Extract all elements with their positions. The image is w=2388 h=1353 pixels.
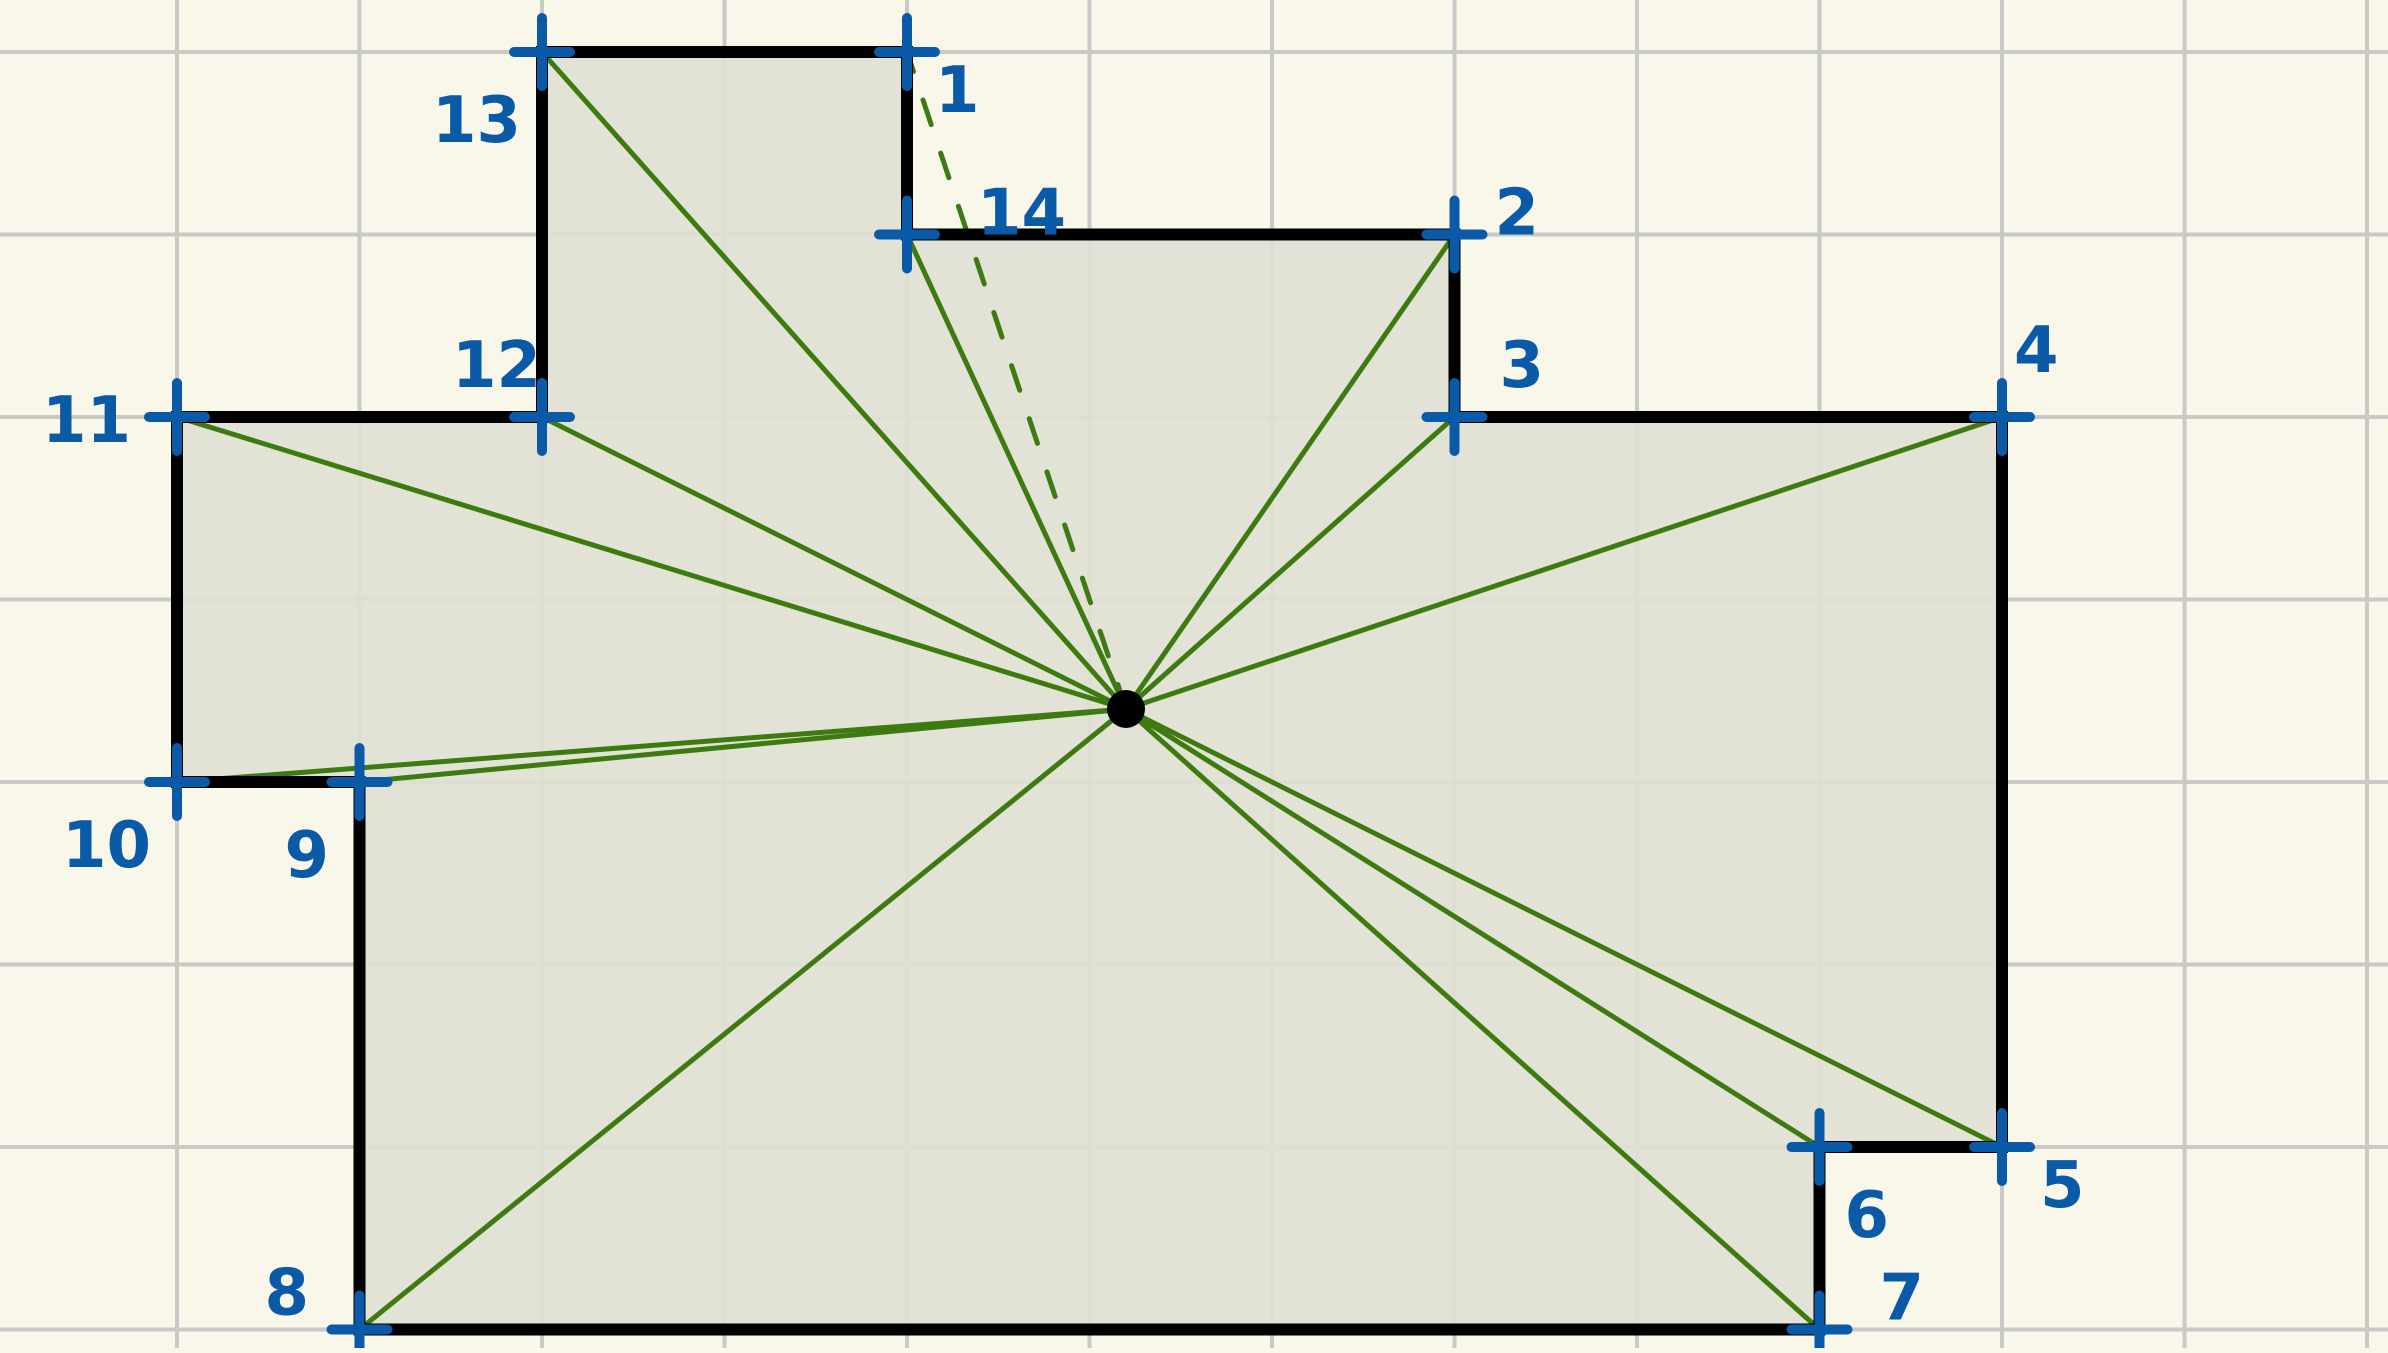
ray-to-v3 [1123,414,1457,712]
ray-to-v12 [539,414,1129,712]
vertex-marker-11 [144,378,210,456]
vertex-marker-14 [874,195,940,274]
vertex-label-5: 5 [2040,1149,2085,1223]
vertex-label-14: 14 [977,177,1066,251]
ray-to-v14 [904,232,1129,712]
vertex-marker-6 [1786,1108,1853,1186]
ray-to-v5 [1123,706,2005,1150]
vertex-marker-12 [509,378,575,456]
ray-to-v4 [1123,414,2005,712]
vertex-label-10: 10 [62,809,151,883]
vertex-label-8: 8 [265,1257,310,1331]
ray-to-v8 [357,706,1129,1332]
vertex-markers [144,13,2035,1353]
center-point [1107,690,1145,728]
ray-to-v2 [1123,232,1457,712]
vertex-labels: 13 1 14 2 3 4 5 6 7 8 9 10 11 12 [42,54,2085,1336]
vertex-marker-5 [1969,1108,2035,1186]
vertex-label-11: 11 [42,384,131,458]
vertex-label-4: 4 [2014,314,2059,388]
vertex-marker-2 [1421,195,1488,274]
vertex-label-13: 13 [432,84,521,158]
vertex-marker-9 [326,743,393,821]
vertex-label-1: 1 [935,54,980,128]
ray-to-v10 [174,706,1129,785]
vertex-marker-1 [874,13,940,91]
center-point-group [1107,690,1145,728]
ray-to-v7 [1123,706,1822,1332]
vertex-marker-3 [1421,378,1488,456]
vertex-label-3: 3 [1500,329,1545,403]
vertex-marker-4 [1969,378,2035,456]
visibility-rays [174,49,2005,1332]
ray-to-v6 [1123,706,1822,1150]
ray-dashed-to-v1 [904,49,1129,712]
vertex-label-12: 12 [452,329,541,403]
ray-to-v13 [539,49,1129,712]
vertex-label-2: 2 [1495,177,1540,251]
vertex-label-6: 6 [1845,1179,1890,1253]
vertex-label-9: 9 [285,819,330,893]
vertex-marker-10 [144,743,210,821]
ray-to-v11 [174,414,1129,712]
vertex-label-7: 7 [1880,1262,1925,1336]
vertex-marker-13 [509,13,575,91]
